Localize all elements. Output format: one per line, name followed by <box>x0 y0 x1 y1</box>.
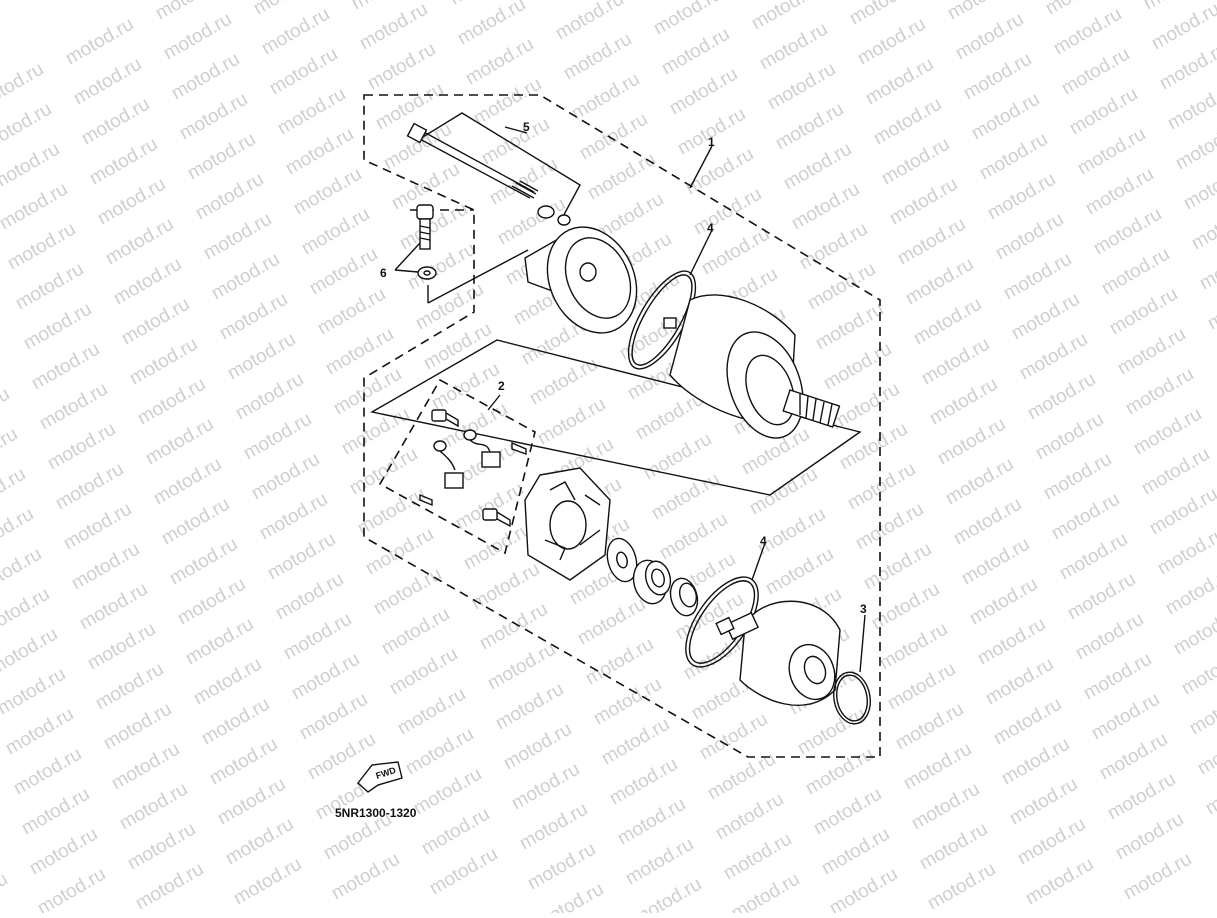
washer <box>537 205 555 219</box>
yoke-housing <box>663 294 841 439</box>
screw-6 <box>416 204 437 280</box>
bearing <box>632 559 672 605</box>
watermark-text: motod.ru <box>0 869 11 913</box>
o-ring-3 <box>833 671 871 725</box>
callout-6: 6 <box>380 266 387 280</box>
diagram-code: 5NR1300-1320 <box>335 806 417 820</box>
through-bolt-5 <box>406 122 539 199</box>
fwd-arrow-icon: FWD <box>357 761 403 793</box>
callout-5: 5 <box>523 120 530 134</box>
o-ring-small <box>557 214 571 226</box>
leader-6 <box>394 242 421 273</box>
callout-3: 3 <box>860 602 867 616</box>
armature-frame <box>370 339 862 496</box>
callout-4-upper: 4 <box>707 221 714 235</box>
screws6-frame <box>427 249 529 304</box>
brush-set-2 <box>419 409 527 528</box>
rear-cover <box>715 600 841 706</box>
callout-1: 1 <box>708 135 715 149</box>
callout-2: 2 <box>498 379 505 393</box>
oil-seal <box>669 577 699 617</box>
front-cover <box>524 226 638 334</box>
brush-set-outline <box>378 378 536 555</box>
callout-4-lower: 4 <box>760 534 767 548</box>
assembly-outline-upper <box>363 94 881 758</box>
brush-holder <box>524 467 611 581</box>
bolt5-leader-frame <box>417 112 581 223</box>
